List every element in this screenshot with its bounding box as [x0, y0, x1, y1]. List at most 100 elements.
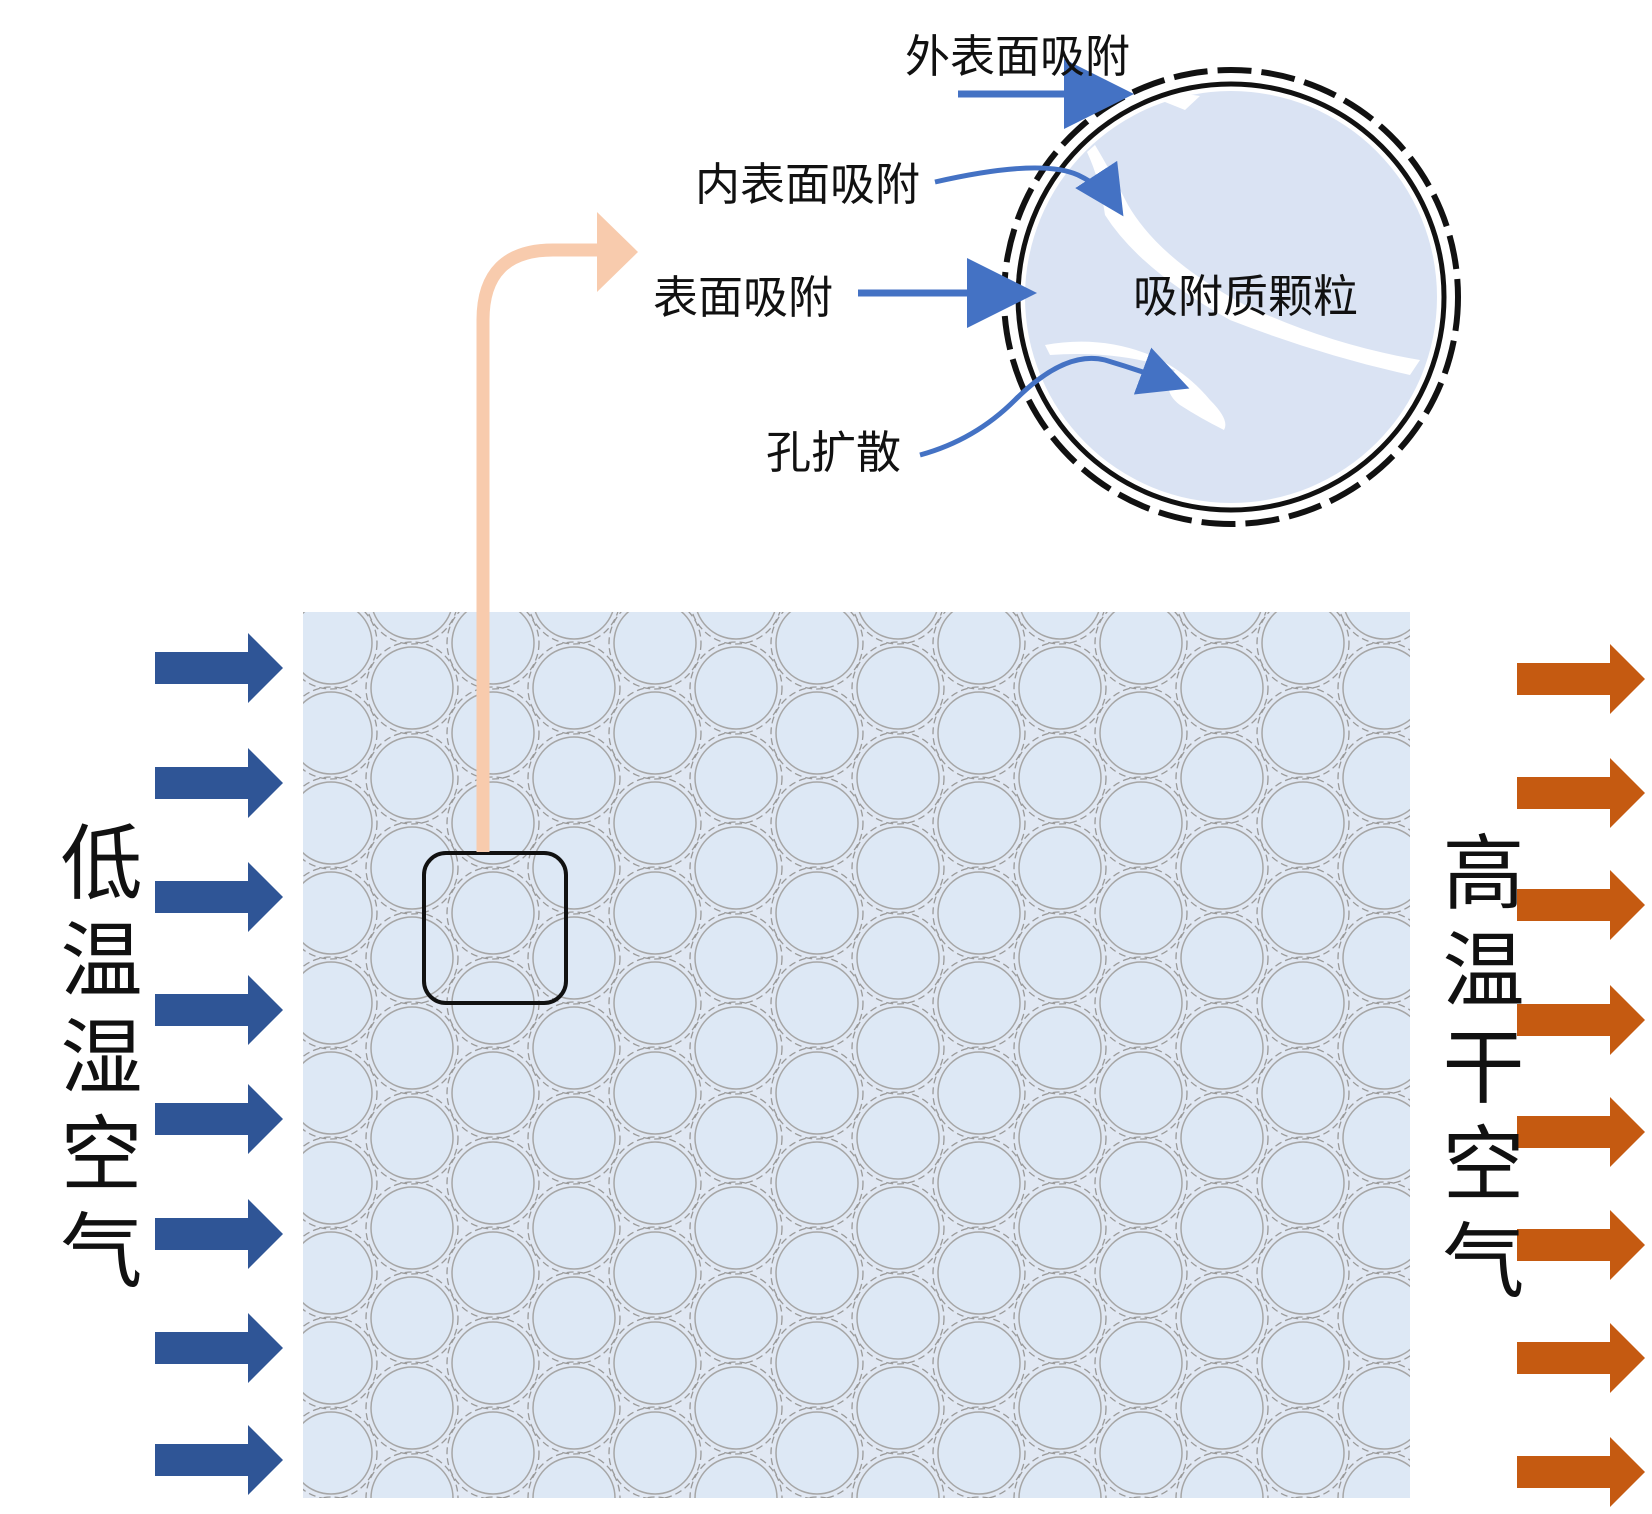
bed-particle — [775, 781, 859, 865]
particle-dashed-ring — [932, 686, 1026, 780]
bed-particle — [1342, 646, 1410, 730]
particle-dashed-ring — [1256, 686, 1350, 780]
particle-dashed-ring — [367, 612, 457, 645]
particle-dashed-ring — [365, 1001, 459, 1095]
particle-dashed-ring — [851, 641, 945, 735]
particle-dashed-ring — [480, 1496, 506, 1498]
bed-particle — [451, 871, 535, 955]
arrow-right-icon — [1517, 1210, 1645, 1280]
bed-particle — [532, 1366, 616, 1450]
bed-particle — [694, 916, 778, 1000]
bed-particle — [1100, 1502, 1182, 1514]
bed-particle — [451, 781, 535, 865]
bed-particle — [856, 916, 940, 1000]
surface-label: 表面吸附 — [653, 271, 833, 324]
particle-dashed-ring — [1013, 641, 1107, 735]
particle-dashed-ring — [446, 866, 540, 960]
bed-particle — [938, 1502, 1020, 1514]
particle-dashed-ring — [770, 866, 864, 960]
arrow-right-icon — [155, 975, 283, 1045]
particle-dashed-ring — [608, 1316, 702, 1410]
particle-dashed-ring — [689, 821, 783, 915]
particle-dashed-ring — [770, 1406, 864, 1498]
particle-dashed-ring — [303, 686, 378, 780]
particle-dashed-ring — [1094, 686, 1188, 780]
particle-dashed-ring — [527, 731, 621, 825]
bed-particle — [1424, 692, 1506, 774]
particle-dashed-ring — [1177, 612, 1267, 645]
bed-particles — [303, 612, 1592, 1514]
bed-particle — [1180, 736, 1264, 820]
particle-dashed-ring — [1015, 612, 1105, 645]
particle-dashed-ring — [365, 1271, 459, 1365]
bed-particle — [1342, 916, 1410, 1000]
bed-particle — [370, 736, 454, 820]
particle-dashed-ring — [365, 1091, 459, 1185]
bed-particle — [858, 612, 938, 640]
particle-dashed-ring — [1013, 731, 1107, 825]
outlet-air-label: 高温干空气 — [1428, 830, 1523, 1315]
particle-dashed-ring — [932, 1046, 1026, 1140]
bed-particle — [1261, 781, 1345, 865]
particle-dashed-ring — [851, 1361, 945, 1455]
bed-particle — [613, 1051, 697, 1135]
particle-dashed-ring — [770, 1136, 864, 1230]
bed-particle — [1261, 871, 1345, 955]
bed-particle — [613, 1321, 697, 1405]
particle-dashed-ring — [1256, 866, 1350, 960]
bed-particle — [1099, 871, 1183, 955]
particle-dashed-ring — [804, 1496, 830, 1498]
particle-dashed-ring — [446, 686, 540, 780]
bed-particle — [776, 1502, 858, 1514]
bed-particle — [1342, 826, 1410, 910]
bed-particle — [1261, 1141, 1345, 1225]
particle-dashed-ring — [1094, 1046, 1188, 1140]
bed-particle — [856, 1006, 940, 1090]
bed-particle — [1180, 1096, 1264, 1180]
bed-particle — [372, 612, 452, 640]
particle-dashed-ring — [1094, 1406, 1188, 1498]
bed-particle — [532, 1006, 616, 1090]
particle-dashed-ring — [1175, 1181, 1269, 1275]
particle-dashed-ring — [608, 866, 702, 960]
bed-particle — [613, 612, 697, 685]
bed-particle — [1099, 1411, 1183, 1495]
bed-particle — [1018, 646, 1102, 730]
particle-dashed-ring — [1337, 641, 1410, 735]
bed-particle — [775, 1411, 859, 1495]
particle-dashed-ring — [932, 776, 1026, 870]
bed-particle — [775, 612, 859, 685]
inlet-air-label: 低温湿空气 — [46, 820, 141, 1305]
bed-particle — [303, 612, 373, 685]
bed-particle — [1099, 961, 1183, 1045]
particle-dashed-ring — [932, 956, 1026, 1050]
particle-dashed-ring — [1419, 1317, 1511, 1409]
bed-particle — [1018, 1186, 1102, 1270]
bed-particle — [614, 1502, 696, 1514]
bed-particle — [1180, 646, 1264, 730]
particle-dashed-ring — [303, 776, 378, 870]
bed-particle — [856, 1456, 940, 1498]
particle-dashed-ring — [851, 911, 945, 1005]
zoom-callout-arrow — [476, 212, 638, 852]
particle-dashed-ring — [851, 1091, 945, 1185]
particle-dashed-ring — [1500, 1362, 1592, 1454]
particle-dashed-ring — [1337, 1181, 1410, 1275]
bed-particle — [1342, 736, 1410, 820]
bed-particle — [694, 1276, 778, 1360]
particle-dashed-ring — [1337, 731, 1410, 825]
particle-dashed-ring — [770, 1046, 864, 1140]
bed-particle — [370, 1186, 454, 1270]
particle-dashed-ring — [365, 731, 459, 825]
particle-dashed-ring — [446, 1136, 540, 1230]
bed-particle — [1505, 1367, 1587, 1449]
arrow-right-icon — [1517, 1097, 1645, 1167]
particle-dashed-ring — [318, 1496, 344, 1498]
arrow-right-icon — [1517, 870, 1645, 940]
bed-particle — [1182, 612, 1262, 640]
particle-dashed-ring — [446, 1226, 540, 1320]
particle-dashed-ring — [642, 1496, 668, 1498]
particle-dashed-ring — [303, 1406, 378, 1498]
arrow-right-icon — [155, 1199, 283, 1269]
bed-particle — [451, 612, 535, 685]
